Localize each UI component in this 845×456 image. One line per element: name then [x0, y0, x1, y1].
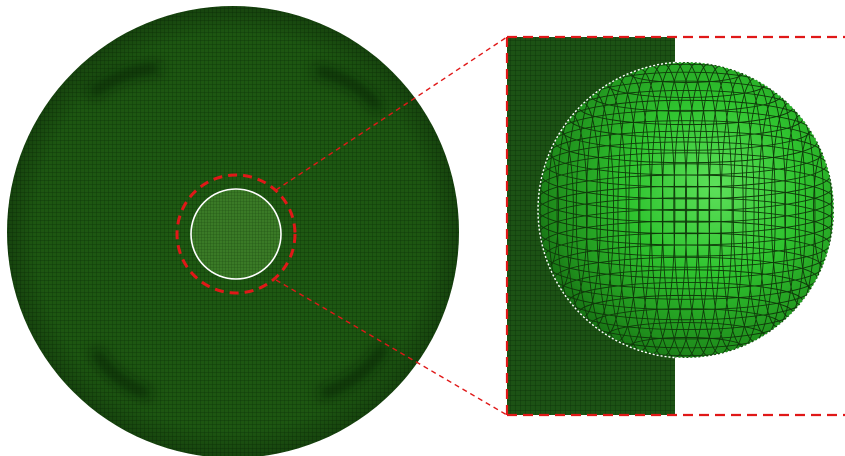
zoomed-sphere	[537, 61, 835, 359]
overview-sphere-inclusion	[190, 188, 282, 280]
highlight-circle	[175, 173, 297, 295]
leader-lines	[275, 36, 508, 416]
zoom-panel	[505, 35, 845, 417]
leader-line-top	[275, 36, 508, 191]
mesh-shading-regions	[86, 62, 391, 401]
zoom-panel-frame	[505, 35, 845, 417]
